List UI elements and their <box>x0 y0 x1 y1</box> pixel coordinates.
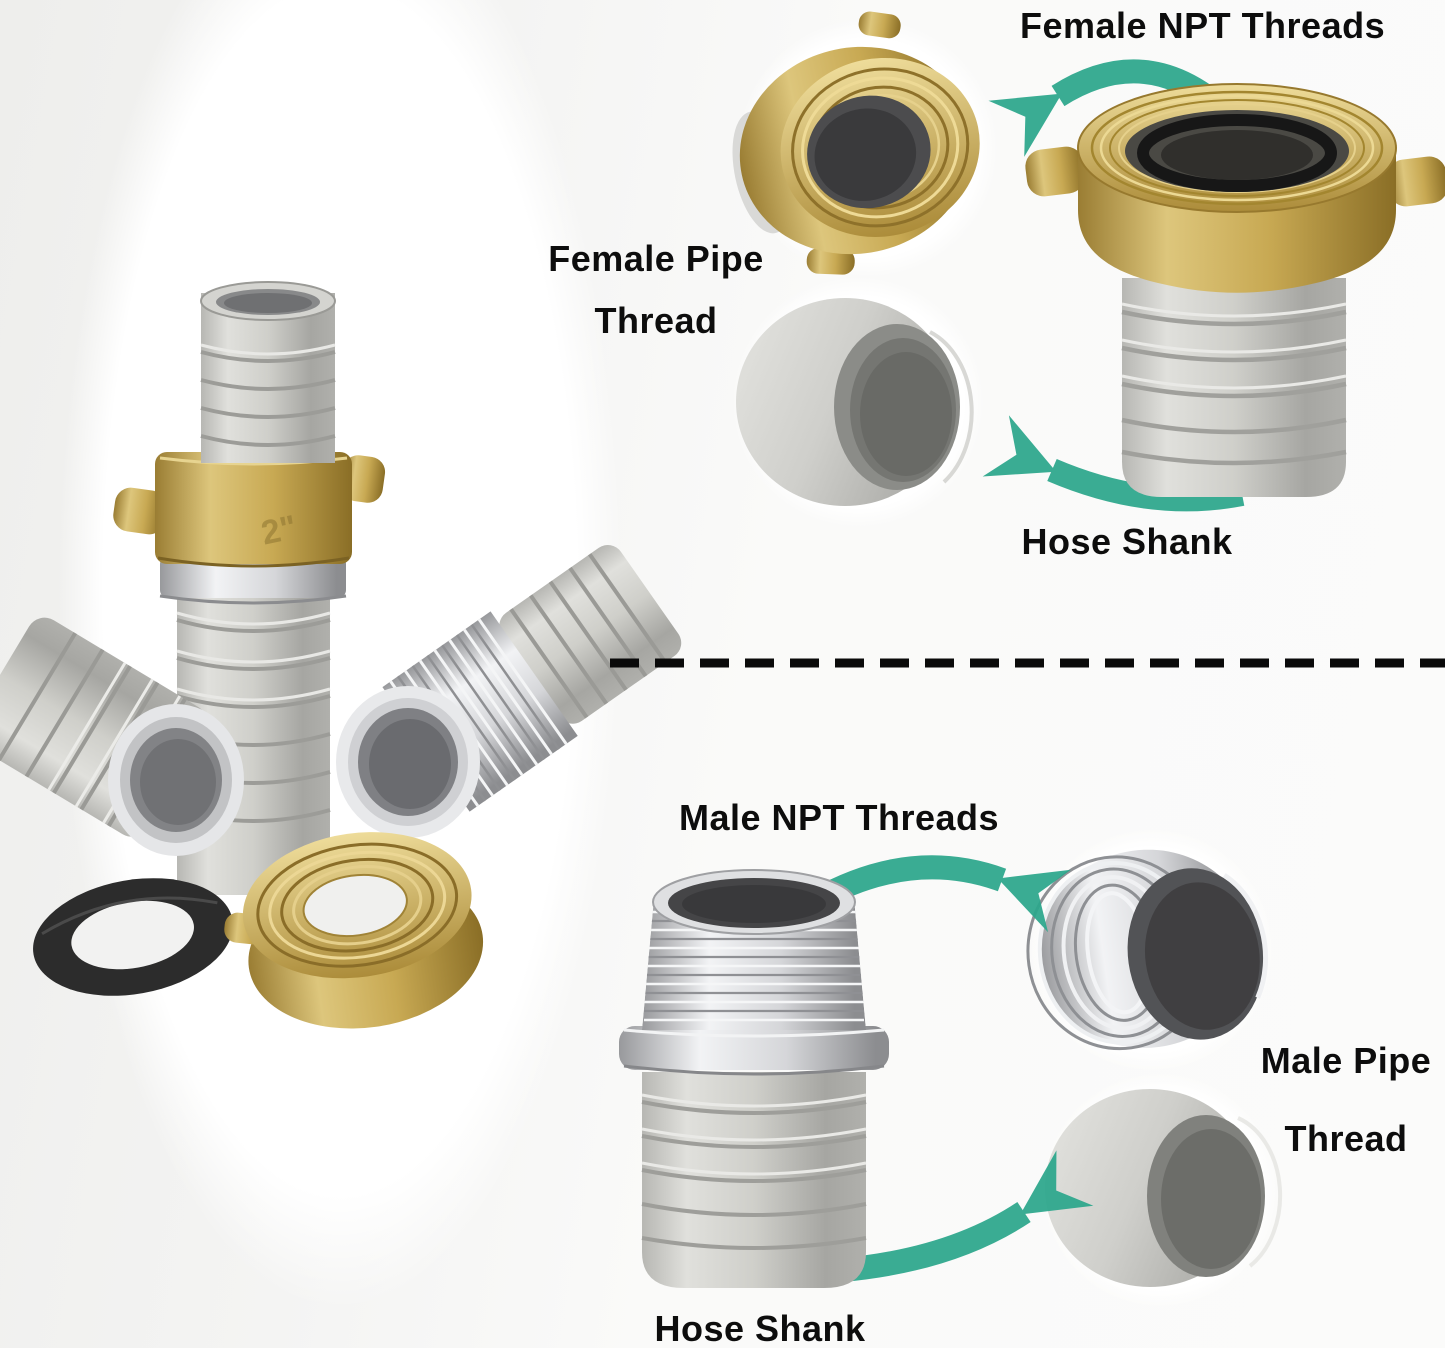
label-female-pipe-line1: Female Pipe <box>548 238 764 279</box>
nut-size-stamp: 2" <box>258 508 300 552</box>
label-hose-shank-top: Hose Shank <box>1021 521 1233 562</box>
product-photo-left: 2" <box>0 281 682 1029</box>
brass-nut-loose <box>224 832 484 1029</box>
label-hose-shank-bottom: Hose Shank <box>654 1308 866 1348</box>
label-male-pipe-line2: Thread <box>1284 1118 1408 1159</box>
arrow-hose-shank-bottom-icon <box>840 1150 1094 1282</box>
arrow-hose-shank-top-icon <box>982 415 1245 512</box>
male-coupling-large <box>619 869 889 1288</box>
label-female-npt-threads: Female NPT Threads <box>1020 5 1386 46</box>
label-male-pipe-line1: Male Pipe <box>1260 1040 1432 1081</box>
inset-male-pipe-thread-cup <box>1042 1072 1283 1308</box>
rubber-gasket <box>33 878 233 996</box>
label-male-npt-threads: Male NPT Threads <box>678 797 1000 838</box>
male-adapter-side <box>336 545 682 838</box>
female-coupling-large <box>1025 83 1445 497</box>
inset-male-npt-threads <box>1026 828 1274 1072</box>
inset-female-npt-nut <box>732 11 998 278</box>
hose-shank-side <box>0 617 244 856</box>
label-female-pipe-line2: Thread <box>594 300 718 341</box>
photo-backdrop-ellipse <box>58 0 622 1310</box>
inset-female-pipe-thread-cup <box>732 276 984 528</box>
